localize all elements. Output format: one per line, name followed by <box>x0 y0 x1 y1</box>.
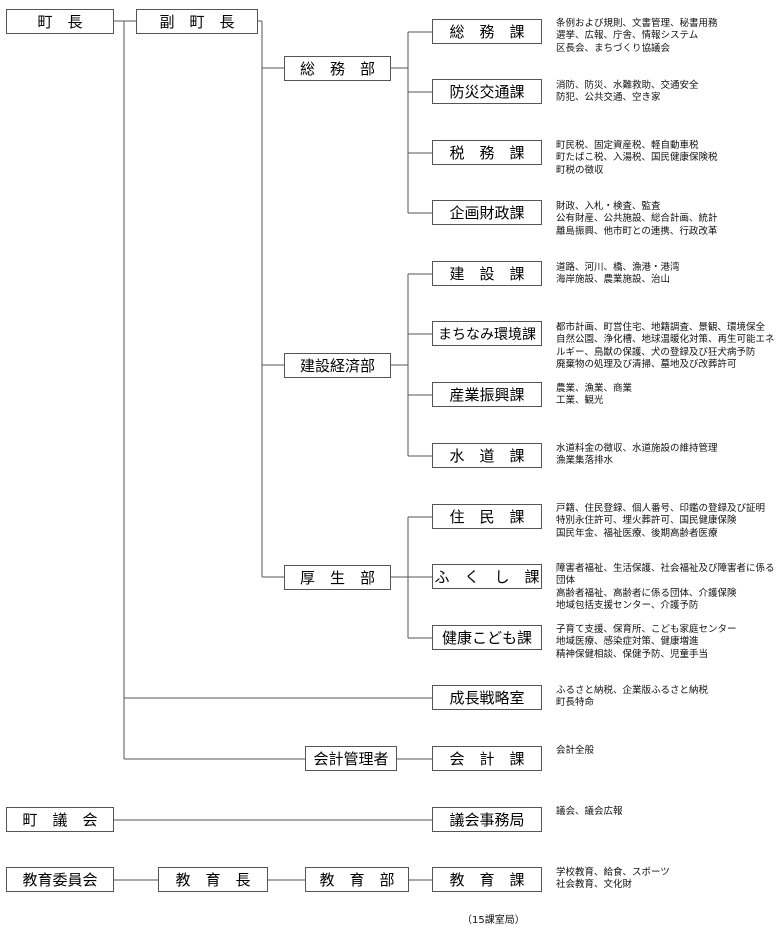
section-duties-machinami: 都市計画、町営住宅、地籍調査、景観、環境保全 自然公園、浄化槽、地球温暖化対策、… <box>556 322 775 370</box>
section-box-seicho: 成長戦略室 <box>432 685 542 710</box>
section-box-kikaku: 企画財政課 <box>432 200 542 225</box>
section-box-suido: 水 道 課 <box>432 443 542 468</box>
section-duties-seicho: ふるさと納税、企業版ふるさと納税 町長特命 <box>556 685 709 709</box>
section-box-kenko: 健康こども課 <box>432 625 542 650</box>
mayor-box: 町 長 <box>6 9 114 34</box>
section-box-sangyo: 産業振興課 <box>432 382 542 407</box>
section-duties-kensetsu: 道路、河川、橋、漁港・港湾 海岸施設、農業施設、治山 <box>556 262 680 286</box>
section-duties-suido: 水道料金の徴収、水道施設の維持管理 漁業集落排水 <box>556 443 718 467</box>
section-duties-bosai: 消防、防災、水難救助、交通安全 防犯、公共交通、空き家 <box>556 80 699 104</box>
council-office-duties: 議会、議会広報 <box>556 806 623 817</box>
section-box-kensetsu: 建 設 課 <box>432 261 542 286</box>
superintendent-box: 教 育 長 <box>158 867 268 892</box>
section-count-note: （15課室局） <box>462 915 525 926</box>
education-section-duties: 学校教育、給食、スポーツ 社会教育、文化財 <box>556 867 670 891</box>
deputy-mayor-box: 副 町 長 <box>136 9 258 34</box>
council-office-box: 議会事務局 <box>432 807 542 832</box>
section-box-jumin: 住 民 課 <box>432 504 542 529</box>
section-box-somu: 総 務 課 <box>432 19 542 44</box>
section-duties-sangyo: 農業、漁業、商業 工業、観光 <box>556 383 633 407</box>
somu-department-box: 総 務 部 <box>284 56 391 81</box>
town-council-box: 町 議 会 <box>6 807 114 832</box>
section-duties-kikaku: 財政、入札・検査、監査 公有財産、公共施設、総合計画、統計 離島振興、他市町との… <box>556 201 718 237</box>
section-duties-kenko: 子育て支援、保育所、こども家庭センター 地域医療、感染症対策、健康増進 精神保健… <box>556 624 737 660</box>
education-board-box: 教育委員会 <box>6 867 114 892</box>
section-duties-somu: 条例および規則、文書管理、秘書用務 選挙、広報、庁舎、情報システム 区長会、まち… <box>556 18 718 54</box>
section-duties-zeimu: 町民税、固定資産税、軽自動車税 町たばこ税、入湯税、国民健康保険税 町税の徴収 <box>556 140 718 176</box>
section-duties-kaikei: 会計全般 <box>556 745 595 756</box>
kosei-department-box: 厚 生 部 <box>284 565 391 590</box>
section-duties-fukushi: 障害者福祉、生活保護、社会福祉及び障害者に係る団体 高齢者福祉、高齢者に係る団体… <box>556 563 775 611</box>
section-duties-jumin: 戸籍、住民登録、個人番号、印鑑の登録及び証明 特別永住許可、埋火葬許可、国民健康… <box>556 503 766 539</box>
section-box-fukushi: ふ く し 課 <box>432 564 542 589</box>
education-department-box: 教 育 部 <box>305 867 409 892</box>
section-box-zeimu: 税 務 課 <box>432 140 542 165</box>
kensetsu-keizai-department-box: 建設経済部 <box>284 353 391 378</box>
accounting-manager-box: 会計管理者 <box>305 746 397 771</box>
section-box-kaikei: 会 計 課 <box>432 746 542 771</box>
education-section-box: 教 育 課 <box>432 867 542 892</box>
section-box-machinami: まちなみ環境課 <box>432 321 542 346</box>
section-box-bosai: 防災交通課 <box>432 79 542 104</box>
